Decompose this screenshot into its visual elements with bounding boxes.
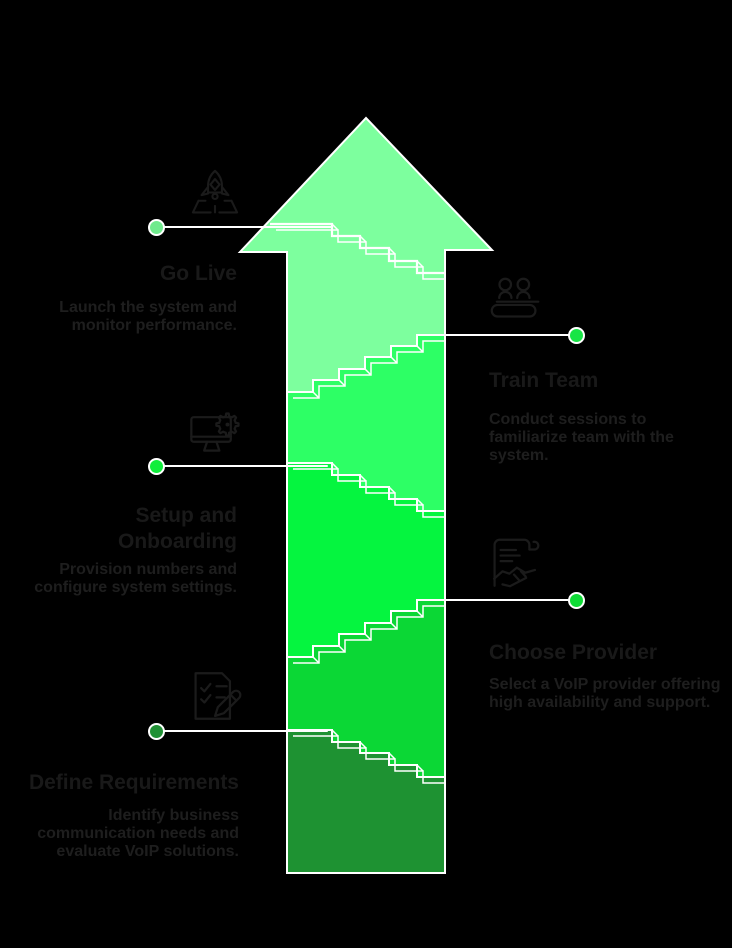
- step-title: Define Requirements: [28, 771, 239, 794]
- connector-dot-train-team: [568, 327, 585, 344]
- checklist-pencil-icon: [194, 672, 242, 720]
- contract-handshake-icon: [492, 538, 540, 588]
- connector-dot-define-requirements: [148, 723, 165, 740]
- step-setup-and-onboarding: Setup and Onboarding Provision numbers a…: [20, 411, 240, 597]
- step-train-team: Train Team Conduct sessions to familiari…: [489, 276, 729, 465]
- rocket-launch-icon: [191, 169, 239, 214]
- step-title: Setup and Onboarding: [118, 504, 237, 553]
- connector-dot-setup: [148, 458, 165, 475]
- connector-line-setup: [156, 464, 328, 468]
- step-description: Provision numbers and configure system s…: [34, 561, 237, 596]
- connector-line-define-requirements: [156, 729, 328, 733]
- connector-line-go-live: [156, 225, 332, 229]
- connector-line-choose-provider: [445, 598, 576, 602]
- step-choose-provider: Choose Provider Select a VoIP provider o…: [489, 536, 729, 712]
- step-description: Select a VoIP provider offering high ava…: [489, 676, 721, 711]
- arrow-outline: [237, 116, 495, 874]
- step-description: Conduct sessions to familiarize team wit…: [489, 411, 674, 464]
- step-description: Identify business communication needs an…: [37, 807, 239, 860]
- step-title: Choose Provider: [489, 641, 658, 664]
- step-title: Go Live: [159, 262, 237, 285]
- monitor-gear-icon: [190, 412, 240, 452]
- connector-dot-go-live: [148, 219, 165, 236]
- step-title: Train Team: [489, 369, 599, 392]
- step-define-requirements: Define Requirements Identify business co…: [27, 670, 242, 861]
- connector-line-train-team: [445, 333, 576, 337]
- connector-dot-choose-provider: [568, 592, 585, 609]
- step-go-live: Go Live Launch the system and monitor pe…: [47, 168, 239, 335]
- training-icon: [490, 277, 540, 318]
- step-description: Launch the system and monitor performanc…: [59, 299, 237, 334]
